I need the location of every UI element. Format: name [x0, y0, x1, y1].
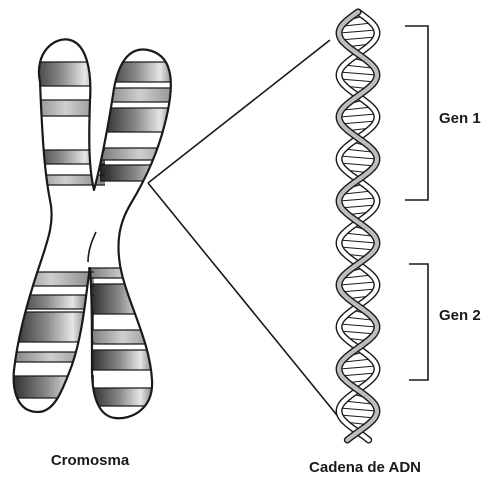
dna-double-helix — [339, 12, 377, 440]
chromatid-separation-line — [88, 232, 96, 262]
band-upper-left-1 — [25, 62, 105, 86]
gene-2-bracket — [409, 264, 428, 380]
gene-1-label: Gen 1 — [439, 110, 481, 127]
zoom-lines — [148, 40, 345, 425]
base-pair — [339, 282, 376, 285]
chromosome-label: Cromosma — [51, 452, 130, 469]
band-lower-right-3 — [88, 330, 158, 344]
base-pair — [339, 408, 376, 411]
band-upper-left-2 — [25, 100, 105, 116]
base-pair — [339, 366, 376, 369]
base-pair — [339, 72, 376, 75]
gene-2-label: Gen 2 — [439, 307, 481, 324]
band-lower-right-2 — [88, 284, 158, 314]
base-pair — [339, 240, 376, 243]
dna-strand-label: Cadena de ADN — [309, 459, 421, 476]
base-pair — [339, 114, 376, 117]
band-lower-left-4 — [8, 352, 94, 362]
band-lower-left-5 — [8, 376, 94, 398]
base-pair — [339, 324, 376, 327]
chromosome-bands — [8, 62, 180, 406]
band-lower-left-2 — [8, 295, 94, 309]
band-lower-left-1 — [8, 272, 94, 286]
band-upper-left-3 — [25, 150, 105, 164]
base-pair — [339, 30, 376, 33]
gene-1-bracket — [405, 26, 428, 200]
base-pair — [339, 156, 376, 159]
base-pair — [339, 198, 376, 201]
chromosome — [8, 39, 180, 418]
band-upper-right-4 — [100, 148, 180, 160]
